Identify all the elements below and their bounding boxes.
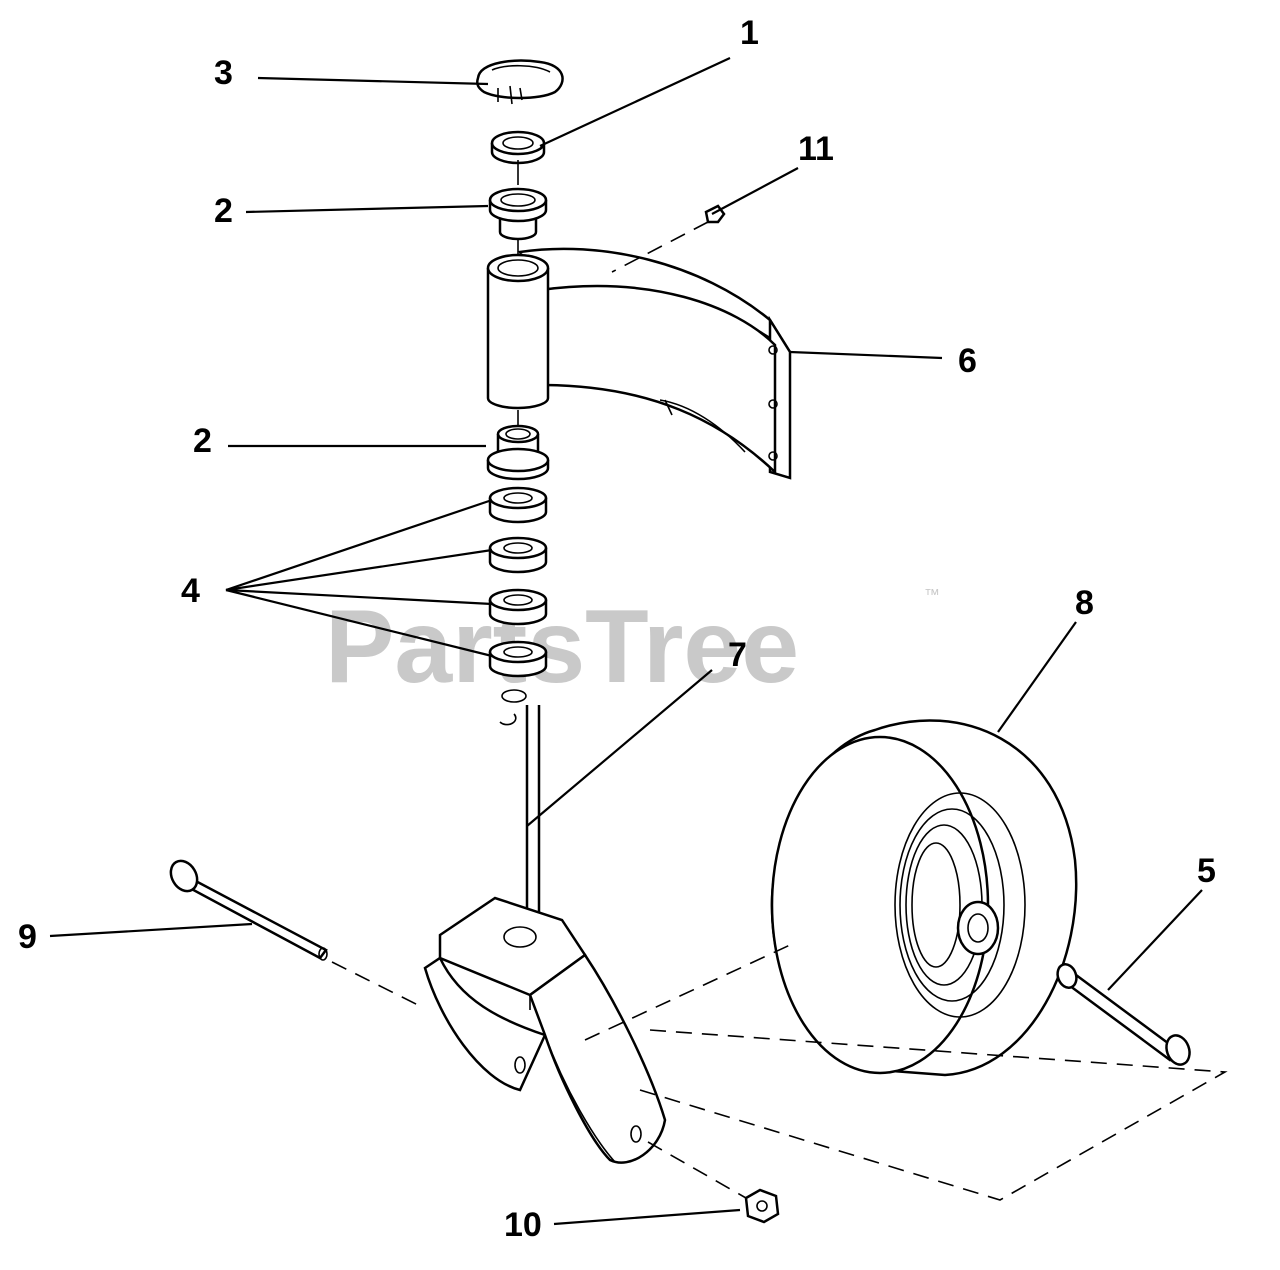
callout-labels: 1 2 2 3 4 5 6 7 8 9 10 11	[18, 14, 1216, 1244]
callout-9: 9	[18, 918, 37, 956]
caster-wheel-part	[770, 719, 1078, 1077]
flange-bushing-lower-part	[486, 424, 550, 481]
spacer-washer-stack-part	[488, 486, 548, 678]
assembly-lines	[331, 944, 1228, 1201]
watermark-text: PartsTree	[325, 589, 799, 705]
callout-2-lower: 2	[193, 422, 212, 460]
callout-1: 1	[740, 14, 759, 52]
callout-8: 8	[1075, 584, 1094, 622]
lynch-pin-part	[476, 59, 564, 105]
lock-nut-part	[744, 1188, 780, 1224]
watermark-trademark: ™	[924, 587, 940, 604]
retaining-ring-part	[499, 689, 527, 726]
callout-10: 10	[504, 1206, 542, 1244]
callout-3: 3	[214, 54, 233, 92]
caster-bracket-part	[486, 247, 792, 480]
thrust-washer-part	[490, 130, 546, 165]
axle-spacer-part	[1056, 963, 1191, 1066]
callout-6: 6	[958, 342, 977, 380]
callout-11: 11	[798, 130, 834, 168]
flange-bushing-upper-part	[488, 187, 548, 241]
callout-2-upper: 2	[214, 192, 233, 230]
caster-fork-part	[423, 896, 667, 1164]
pivot-pin-part	[525, 705, 541, 930]
callout-4: 4	[181, 572, 200, 610]
axle-bolt-part	[169, 859, 328, 961]
callout-5: 5	[1197, 852, 1216, 890]
callout-7: 7	[728, 636, 747, 674]
leader-lines	[49, 57, 1203, 1226]
